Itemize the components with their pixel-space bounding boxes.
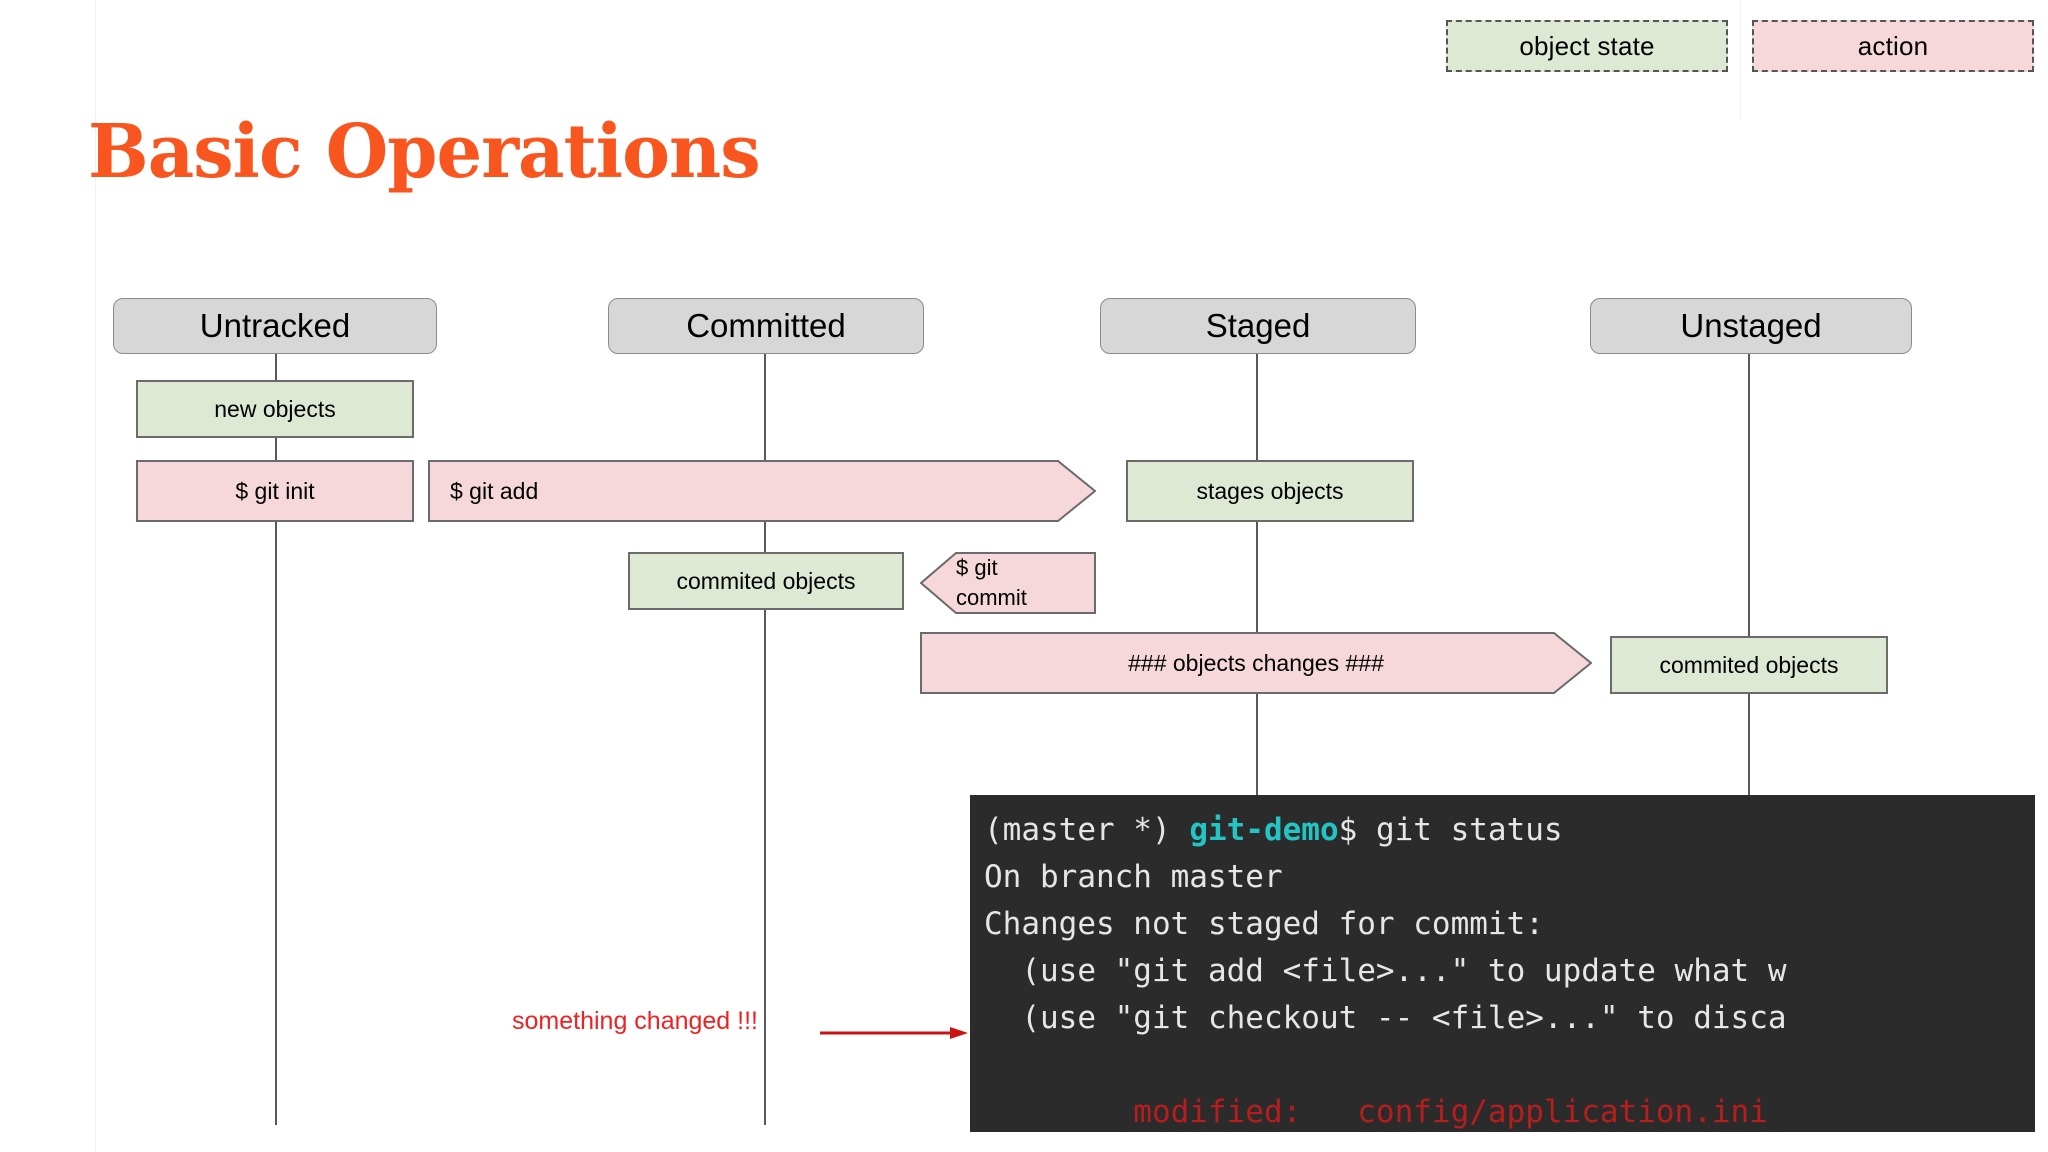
terminal-line: Changes not staged for commit: — [984, 901, 2035, 948]
node-commited-objects-committed-label: commited objects — [676, 567, 856, 594]
terminal-text: On branch master — [984, 859, 1283, 895]
lifeline-untracked — [275, 348, 277, 1125]
arrow-right-icon — [428, 460, 1096, 522]
state-header-staged-label: Staged — [1205, 307, 1311, 344]
node-git-add[interactable]: $ git add — [428, 460, 1096, 522]
terminal-text: $ git status — [1338, 812, 1563, 848]
terminal-text: Changes not staged for commit: — [984, 906, 1544, 942]
terminal-line: modified: config/application.ini — [984, 1089, 2035, 1132]
slide-edge-left — [95, 0, 96, 1152]
node-stages-objects[interactable]: stages objects — [1126, 460, 1414, 522]
node-commited-objects-committed[interactable]: commited objects — [628, 552, 904, 610]
legend-object-state-label: object state — [1519, 30, 1655, 61]
legend-action: action — [1752, 20, 2034, 72]
terminal-line: (use "git add <file>..." to update what … — [984, 948, 2035, 995]
terminal-text: (use "git add <file>..." to update what … — [984, 953, 1787, 989]
state-header-committed[interactable]: Committed — [608, 298, 924, 354]
node-objects-changes[interactable]: ### objects changes ### — [920, 632, 1592, 694]
node-objects-changes-label: ### objects changes ### — [1128, 649, 1384, 676]
node-new-objects-label: new objects — [214, 395, 336, 422]
page-title: Basic Operations — [88, 109, 761, 195]
node-commited-objects-unstaged[interactable]: commited objects — [1610, 636, 1888, 694]
terminal-line — [984, 1042, 2035, 1089]
node-git-commit[interactable]: $ git commit — [920, 552, 1096, 614]
state-header-unstaged[interactable]: Unstaged — [1590, 298, 1912, 354]
node-commited-objects-unstaged-label: commited objects — [1659, 651, 1839, 678]
state-header-untracked-label: Untracked — [199, 307, 351, 344]
node-git-commit-label: $ git commit — [956, 555, 1027, 610]
lifeline-staged — [1256, 348, 1258, 795]
annotation-something-changed: something changed !!! — [512, 1007, 758, 1035]
lifeline-committed — [764, 348, 766, 1125]
terminal-output[interactable]: (master *) git-demo$ git status On branch… — [970, 795, 2035, 1132]
arrow-left-icon — [920, 552, 1096, 614]
terminal-text: (master *) — [984, 812, 1190, 848]
state-header-staged[interactable]: Staged — [1100, 298, 1416, 354]
node-stages-objects-label: stages objects — [1196, 477, 1344, 504]
node-git-init-label: $ git init — [235, 477, 315, 504]
legend-object-state: object state — [1446, 20, 1728, 72]
terminal-line: (use "git checkout -- <file>..." to disc… — [984, 995, 2035, 1042]
state-header-unstaged-label: Unstaged — [1680, 307, 1822, 344]
terminal-text: modified: config/application.ini — [984, 1094, 1768, 1130]
node-new-objects[interactable]: new objects — [136, 380, 414, 438]
node-git-add-label: $ git add — [450, 477, 539, 504]
terminal-line: (master *) git-demo$ git status — [984, 807, 2035, 854]
node-git-init[interactable]: $ git init — [136, 460, 414, 522]
state-header-untracked[interactable]: Untracked — [113, 298, 437, 354]
lifeline-unstaged — [1748, 348, 1750, 795]
state-header-committed-label: Committed — [686, 307, 846, 344]
arrow-right-icon — [920, 632, 1592, 694]
terminal-text: git-demo — [1189, 812, 1339, 848]
terminal-line: On branch master — [984, 854, 2035, 901]
terminal-text: (use "git checkout -- <file>..." to disc… — [984, 1000, 1787, 1036]
slide-edge-right — [1740, 0, 1741, 120]
legend-action-label: action — [1857, 30, 1929, 61]
annotation-arrow-right-icon — [820, 1027, 968, 1039]
